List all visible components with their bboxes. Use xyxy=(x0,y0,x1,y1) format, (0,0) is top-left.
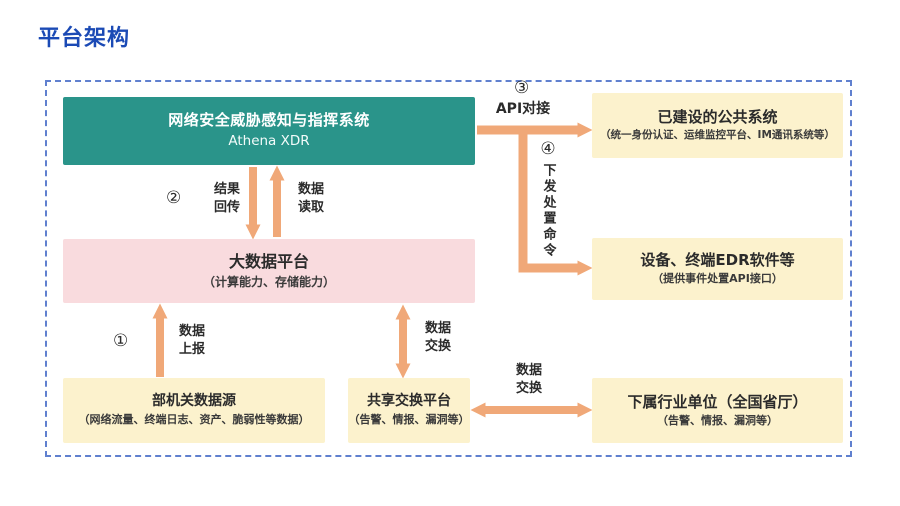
node-xdr-title: 网络安全威胁感知与指挥系统 xyxy=(168,111,370,130)
step1-number: ① xyxy=(113,331,129,351)
node-bigdata-title: 大数据平台 xyxy=(228,251,309,271)
node-exchange-title: 共享交换平台 xyxy=(367,393,451,410)
step4-number: ④ xyxy=(540,139,556,159)
node-sub-subtitle: （告警、情报、漏洞等） xyxy=(657,413,778,427)
node-edr-title: 设备、终端EDR软件等 xyxy=(640,251,795,270)
node-edr-subtitle: （提供事件处置API接口） xyxy=(652,272,783,286)
step3-number: ③ xyxy=(514,78,530,98)
node-sub-title: 下属行业单位（全国省厅） xyxy=(627,392,808,411)
node-subordinate-units: 下属行业单位（全国省厅） （告警、情报、漏洞等） xyxy=(592,378,843,443)
step4-label-column: ④ 下发处置命令 xyxy=(531,139,565,259)
diagram-dashed-frame xyxy=(45,80,852,457)
node-datasource: 部机关数据源 （网络流量、终端日志、资产、脆弱性等数据） xyxy=(63,378,325,443)
node-exchange-subtitle: （告警、情报、漏洞等） xyxy=(348,413,470,427)
node-xdr-system: 网络安全威胁感知与指挥系统 Athena XDR xyxy=(63,97,475,165)
node-bigdata-subtitle: （计算能力、存储能力） xyxy=(202,275,335,290)
step1-data-report-label: 数据 上报 xyxy=(178,324,205,357)
node-public-title: 已建设的公共系统 xyxy=(657,108,778,127)
node-public-systems: 已建设的公共系统 （统一身份认证、运维监控平台、IM通讯系统等） xyxy=(592,93,843,158)
node-datasource-subtitle: （网络流量、终端日志、资产、脆弱性等数据） xyxy=(78,413,310,427)
node-share-exchange-platform: 共享交换平台 （告警、情报、漏洞等） xyxy=(348,378,470,443)
step2-number: ② xyxy=(166,188,182,208)
node-xdr-subtitle: Athena XDR xyxy=(228,133,310,150)
data-exchange-vertical-label: 数据 交换 xyxy=(424,321,451,354)
node-bigdata-platform: 大数据平台 （计算能力、存储能力） xyxy=(63,239,475,303)
node-edr-devices: 设备、终端EDR软件等 （提供事件处置API接口） xyxy=(592,238,843,300)
node-datasource-title: 部机关数据源 xyxy=(152,393,236,410)
node-public-subtitle: （统一身份认证、运维监控平台、IM通讯系统等） xyxy=(600,129,835,142)
step4-dispatch-command-label: 下发处置命令 xyxy=(540,163,556,259)
step2-result-return-label: 结果 回传 xyxy=(213,182,240,215)
step2-data-read-label: 数据 读取 xyxy=(297,182,324,215)
step3-api-connect-label: API对接 xyxy=(495,101,551,117)
data-exchange-horizontal-label: 数据 交换 xyxy=(515,363,542,396)
page-title: 平台架构 xyxy=(38,26,131,51)
